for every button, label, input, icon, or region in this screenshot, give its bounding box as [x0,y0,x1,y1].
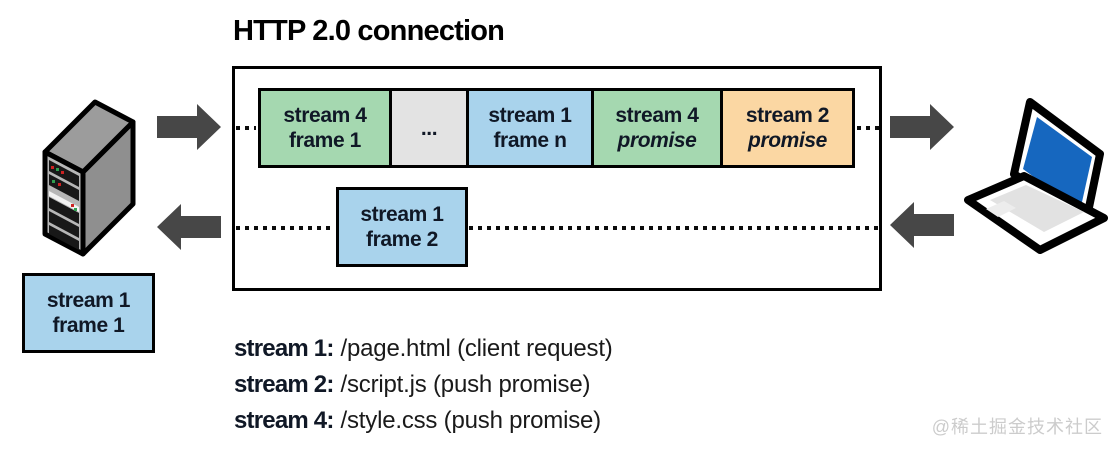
frame-stream2-promise: stream 2 promise [720,88,855,168]
frame-stream1-frame2: stream 1 frame 2 [336,187,468,267]
legend-row-stream4: stream 4:/style.css (push promise) [234,403,613,439]
frame-label-line2: frame 1 [289,129,361,152]
legend-row-stream2: stream 2:/script.js (push promise) [234,367,613,403]
frame-label-line2: frame 1 [52,314,125,337]
frame-label-line2: frame n [493,129,567,152]
frame-ellipsis: ... [389,88,469,168]
arrow-right-icon [157,104,221,150]
frame-stream1-framen: stream 1 frame n [466,88,594,168]
frame-label-line1: stream 1 [488,104,572,127]
frame-label-line2: promise [748,129,827,152]
frame-stream1-frame1: stream 1 frame 1 [22,273,155,353]
legend-stream-value: /style.css (push promise) [340,407,602,434]
watermark: @稀土掘金技术社区 [931,417,1103,437]
legend-stream-label: stream 2: [234,371,334,398]
frame-stream4-frame1: stream 4 frame 1 [258,88,392,168]
legend-row-stream1: stream 1:/page.html (client request) [234,331,613,367]
response-dotted-line-right [469,226,880,230]
frame-stream4-promise: stream 4 promise [591,88,723,168]
frame-label-line1: stream 1 [360,203,444,226]
frame-label-line2: frame 2 [366,228,438,251]
laptop-icon [964,98,1108,254]
frame-label-line1: ... [420,116,438,140]
frame-label-line1: stream 2 [745,104,830,127]
legend-stream-value: /page.html (client request) [340,335,613,362]
stream-legend: stream 1:/page.html (client request) str… [234,331,613,439]
legend-stream-label: stream 4: [234,407,334,434]
response-dotted-line-left [236,226,335,230]
arrow-left-icon [890,202,954,248]
request-dotted-line-right [857,126,882,130]
arrow-left-icon [157,204,221,250]
request-dotted-line-left [236,126,256,130]
frame-label-line1: stream 1 [46,289,131,312]
diagram-title: HTTP 2.0 connection [233,15,505,47]
legend-stream-label: stream 1: [234,335,334,362]
arrow-right-icon [890,104,954,150]
server-tower-icon [42,99,136,257]
legend-stream-value: /script.js (push promise) [340,371,591,398]
frame-label-line1: stream 4 [615,104,699,127]
frame-label-line1: stream 4 [283,104,367,127]
frame-label-line2: promise [617,129,697,152]
